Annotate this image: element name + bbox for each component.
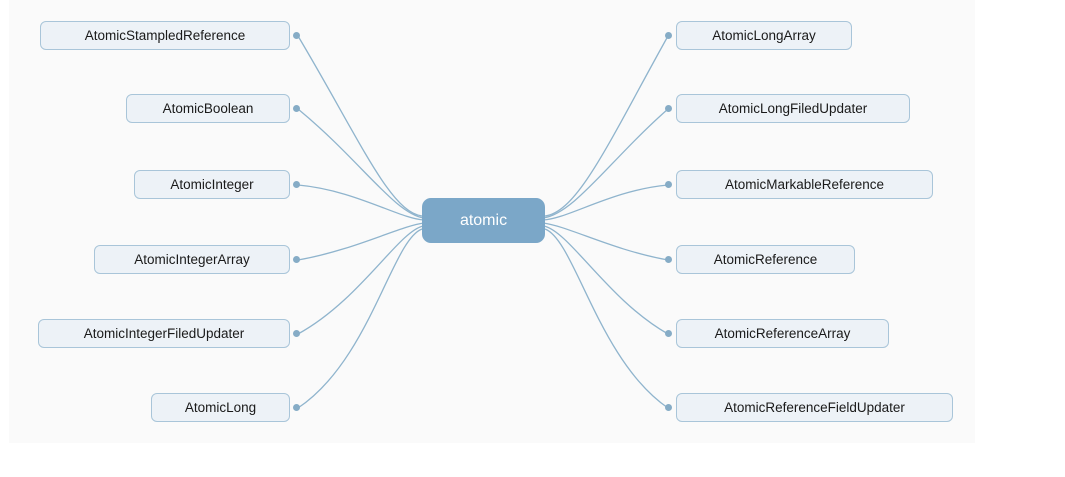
node-atomicintegerfiledupdater[interactable]: AtomicIntegerFiledUpdater: [38, 319, 290, 348]
connector-dot-icon: [665, 181, 672, 188]
connector-dot-icon: [665, 32, 672, 39]
connector-dot-icon: [665, 330, 672, 337]
connector-dot-icon: [293, 181, 300, 188]
node-atomicreferencearray[interactable]: AtomicReferenceArray: [676, 319, 889, 348]
node-atomicstampledreference[interactable]: AtomicStampledReference: [40, 21, 290, 50]
connector-dot-icon: [665, 105, 672, 112]
center-node-atomic[interactable]: atomic: [422, 198, 545, 243]
connector-dot-icon: [665, 256, 672, 263]
connector-dot-icon: [293, 32, 300, 39]
node-atomiclongarray[interactable]: AtomicLongArray: [676, 21, 852, 50]
connector-dot-icon: [293, 404, 300, 411]
node-atomiclongfiledupdater[interactable]: AtomicLongFiledUpdater: [676, 94, 910, 123]
connector-dot-icon: [665, 404, 672, 411]
node-atomiclong[interactable]: AtomicLong: [151, 393, 290, 422]
connector-dot-icon: [293, 105, 300, 112]
connector-dot-icon: [293, 330, 300, 337]
node-atomicreference[interactable]: AtomicReference: [676, 245, 855, 274]
node-atomicboolean[interactable]: AtomicBoolean: [126, 94, 290, 123]
connector-dot-icon: [293, 256, 300, 263]
node-atomicreferencefieldupdater[interactable]: AtomicReferenceFieldUpdater: [676, 393, 953, 422]
node-atomicinteger[interactable]: AtomicInteger: [134, 170, 290, 199]
node-atomicintegerarray[interactable]: AtomicIntegerArray: [94, 245, 290, 274]
node-atomicmarkablereference[interactable]: AtomicMarkableReference: [676, 170, 933, 199]
